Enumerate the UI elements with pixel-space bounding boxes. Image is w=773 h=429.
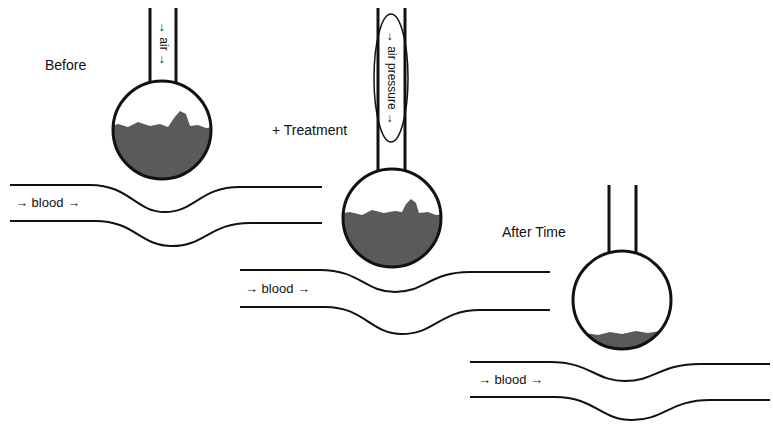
flask [570, 185, 675, 352]
stage-label: + Treatment [272, 123, 347, 138]
blood-vessel [10, 185, 322, 246]
blood-label: → blood → [245, 282, 310, 296]
stage-label: After Time [502, 225, 566, 240]
blood-vessel [240, 270, 550, 334]
highlight-ellipse [374, 14, 408, 142]
stage-label: Before [45, 58, 86, 73]
air-pressure-label: → air pressure → [384, 31, 397, 125]
flask [335, 8, 445, 272]
air-label: → air → [156, 22, 169, 66]
blood-label: → blood → [15, 196, 80, 210]
blood-vessel [470, 362, 770, 420]
blood-label: → blood → [478, 373, 543, 387]
flask [105, 8, 215, 185]
